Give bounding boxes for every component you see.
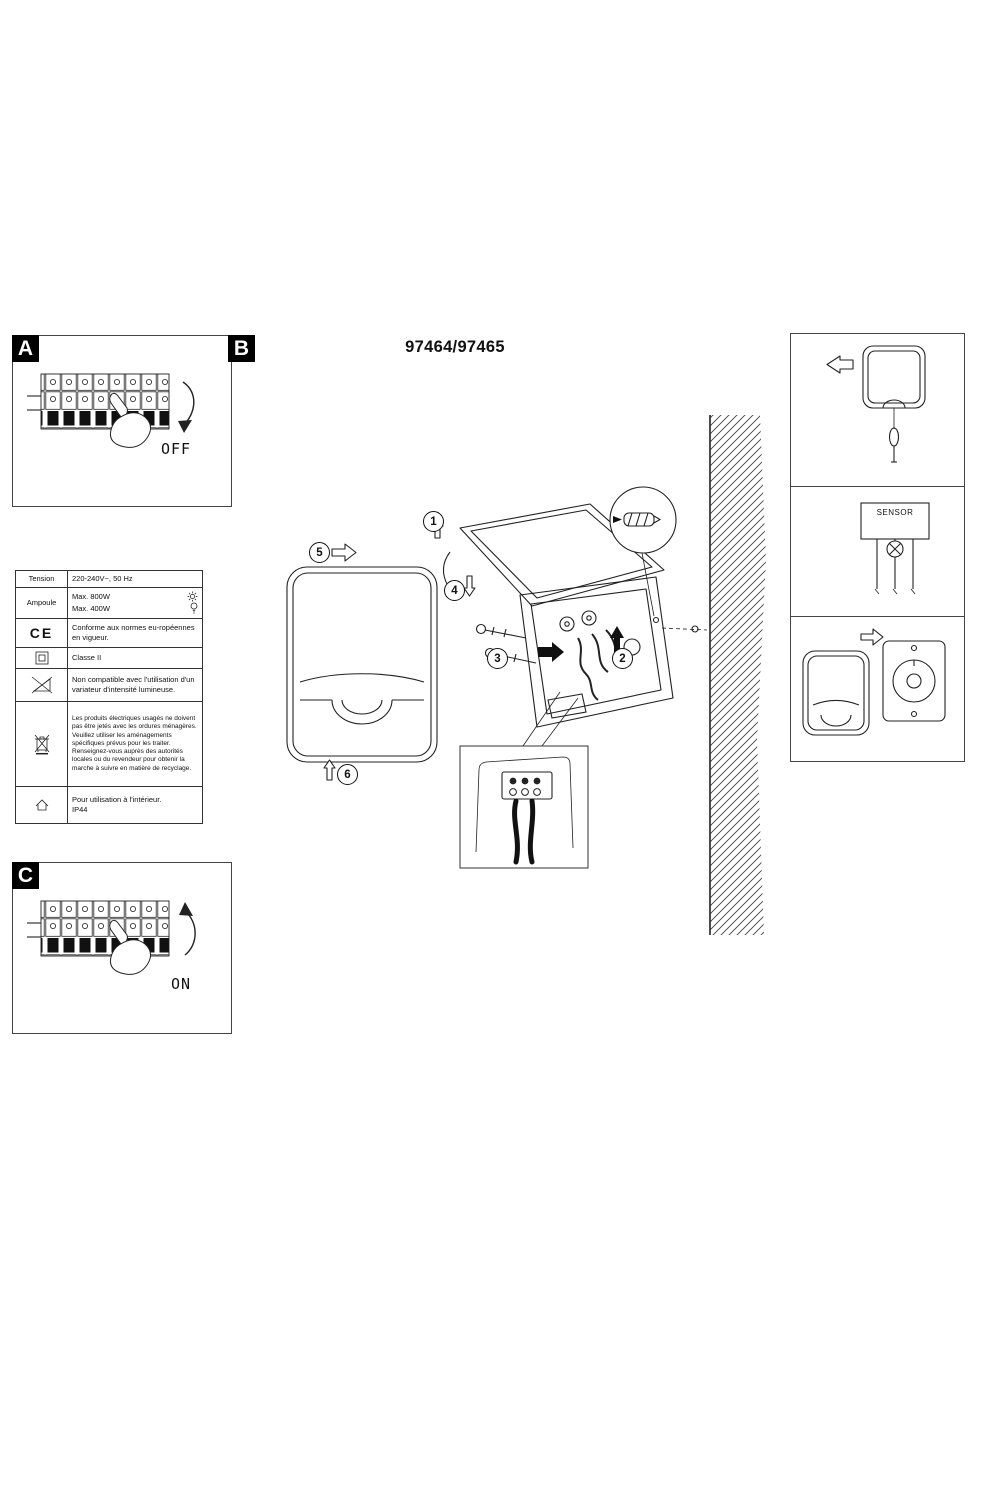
wall-hatch [709,415,766,935]
spec-table: Tension 220-240V~, 50 Hz Ampoule Max. 80… [15,570,203,824]
table-row-classe2: Classe II [16,647,202,668]
step-5-badge: 5 [309,542,330,563]
panel-a: A OFF [12,335,232,507]
step-6-badge: 6 [337,764,358,785]
table-row-ampoule: Ampoule Max. 800W Max. 400W [16,587,202,618]
cover-removal-box [790,333,965,489]
house-icon [35,799,48,811]
class2-icon [35,651,48,665]
table-row-weee: Les produits électriques usagés ne doive… [16,701,202,786]
circuit-breaker-on-diagram [27,900,196,975]
table-row-tension: Tension 220-240V~, 50 Hz [16,571,202,587]
circuit-breaker-off-diagram [27,373,195,448]
panel-b-label: B [228,335,255,362]
sun-icon [187,591,198,602]
open-arrow-down-icon [463,575,476,597]
table-row-ce: CE Conforme aux normes eu-ropéennes en v… [16,618,202,647]
sensor-wiring-box: SENSOR [790,486,965,619]
tension-label: Tension [28,574,55,584]
no-dimmer-text: Non compatible avec l'utilisation d'un v… [72,675,195,694]
panel-c-label: C [12,862,39,889]
filled-arrow-up-icon [610,626,624,658]
sensor-front-device [286,566,438,763]
step-3-badge: 3 [487,648,508,669]
wall-plug-detail [609,486,708,633]
bulb-icon [190,602,198,614]
open-arrow-left-icon [826,355,854,374]
ce-text: Conforme aux normes eu-ropéennes en vigu… [72,623,195,642]
detector-device [862,345,926,409]
max-400w-value: Max. 400W [72,603,110,613]
off-label: OFF [161,440,192,458]
open-arrow-right-icon [331,543,357,562]
panel-a-label: A [12,335,39,362]
installation-diagram [286,415,766,935]
page-title: 97464/97465 [405,338,505,356]
step-2-badge: 2 [612,648,633,669]
no-dimmer-icon [31,676,52,694]
max-800w-value: Max. 800W [72,591,110,601]
cover-lid [459,503,665,607]
table-row-no-dimmer: Non compatible avec l'utilisation d'un v… [16,668,202,701]
step-1-badge: 1 [423,511,444,532]
sensor-box-label: SENSOR [876,508,914,517]
detector-front [802,650,870,736]
classe2-text: Classe II [72,653,102,663]
wiring-detail-box [459,745,589,869]
weee-text: Les produits électriques usagés ne doive… [72,714,197,772]
weee-bin-icon [34,734,49,755]
table-row-indoor: Pour utilisation à l'intérieur. IP44 [16,786,202,823]
open-arrow-up-icon [323,759,336,781]
on-label: ON [171,975,192,993]
open-arrow-right-icon [860,628,884,646]
tension-value: 220-240V~, 50 Hz [72,574,133,584]
hanging-tool-icon [888,408,900,463]
ip-rating: IP44 [72,805,88,814]
detector-base [882,640,946,722]
ce-mark-icon: CE [29,624,54,641]
ampoule-label: Ampoule [26,598,57,608]
filled-arrow-right-icon [538,642,564,662]
indoor-text: Pour utilisation à l'intérieur. [72,795,162,805]
sensor-schematic [860,502,930,595]
device-pair-box [790,616,965,762]
step-4-badge: 4 [444,580,465,601]
panel-c: C ON [12,862,232,1034]
curved-arrow-up-icon [179,902,196,956]
curved-arrow-down-icon [178,381,195,433]
